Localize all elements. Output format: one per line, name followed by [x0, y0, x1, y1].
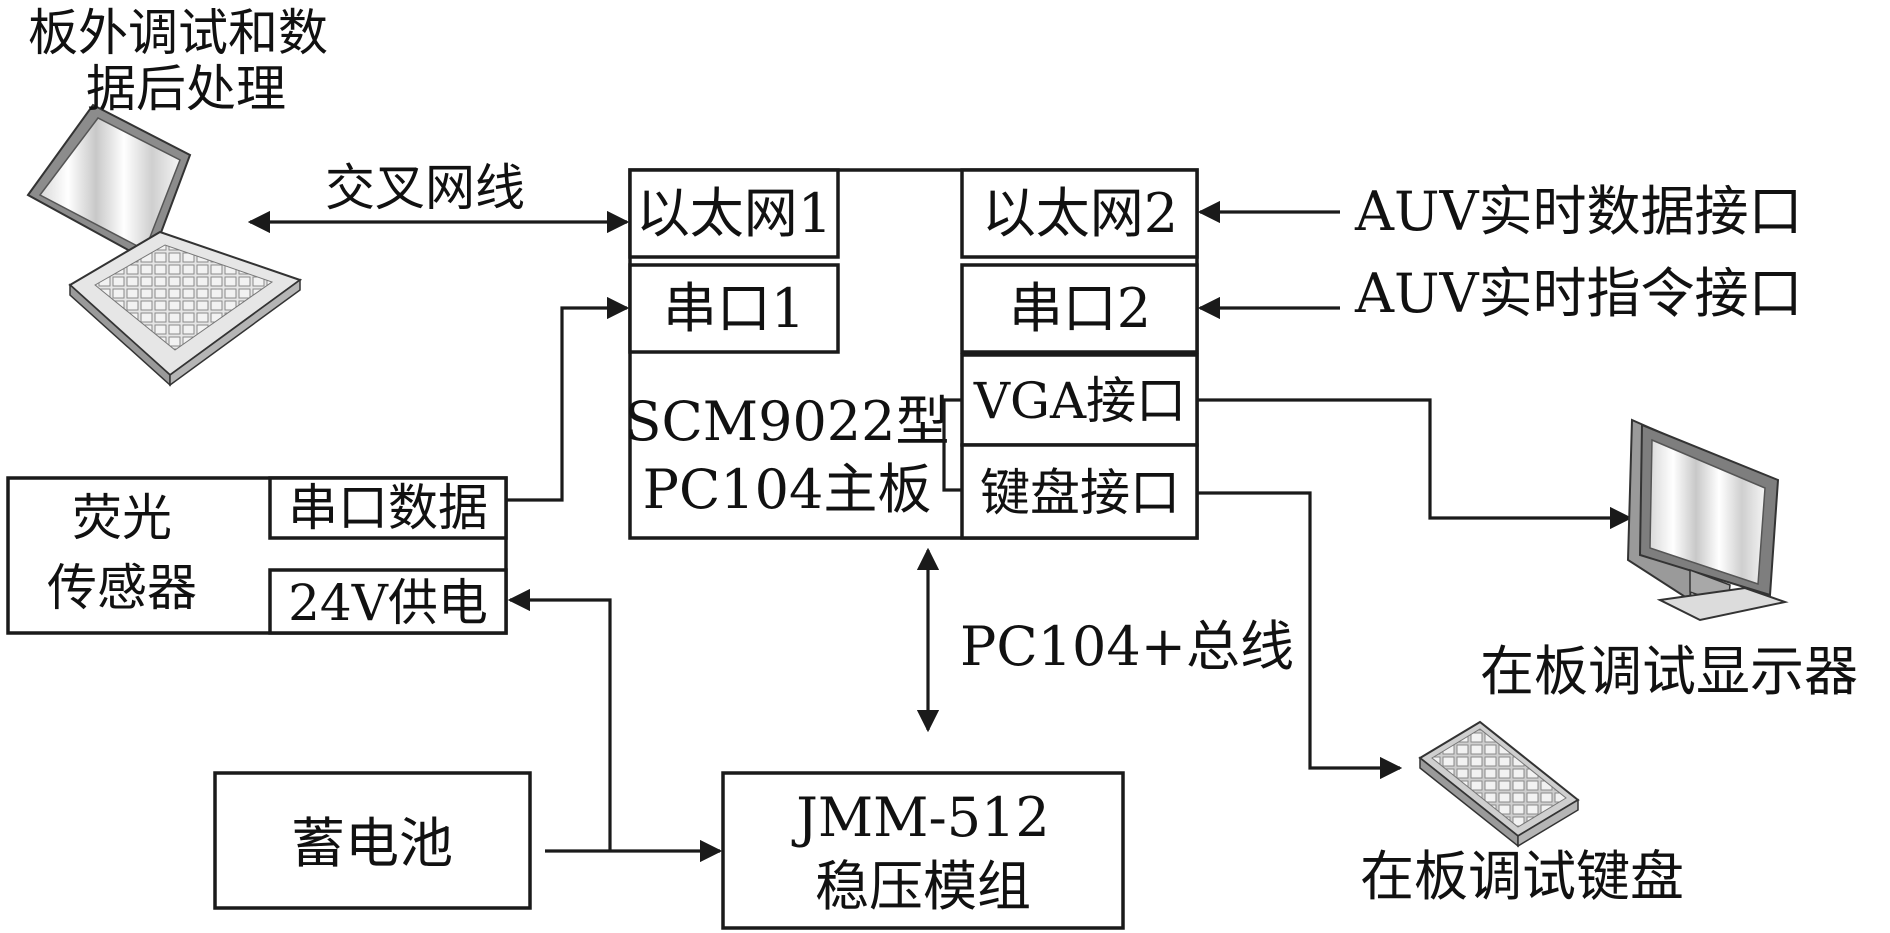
keyboard-port-to-keyboard-wire	[1197, 491, 1403, 780]
serial2-label: 串口2	[1009, 277, 1151, 340]
sensor-serial-data-label: 串口数据	[288, 479, 488, 537]
regulator-box	[721, 771, 1125, 930]
auv-command-interface-label: AUV实时指令接口	[1354, 262, 1803, 325]
sensor-power-port	[268, 568, 508, 635]
monitor-caption: 在板调试显示器	[1480, 640, 1858, 703]
keyboard-icon	[1418, 720, 1580, 848]
battery-box	[213, 771, 532, 910]
sensor-power-label: 24V供电	[288, 574, 488, 632]
sensor-to-serial1-wire	[506, 296, 630, 502]
mainboard-name-line2: PC104主板	[643, 458, 932, 521]
auv-data-interface-label: AUV实时数据接口	[1354, 180, 1803, 243]
keyboard-port-label: 键盘接口	[980, 464, 1180, 522]
vga-label: VGA接口	[973, 372, 1186, 430]
laptop-caption-line1: 板外调试和数	[28, 4, 328, 62]
vga-keyboard-bracket	[942, 398, 962, 492]
laptop-icon	[26, 103, 303, 387]
mainboard-name-line1: SCM9022型	[624, 390, 949, 453]
laptop-caption-line2: 据后处理	[86, 60, 286, 118]
keyboard-caption: 在板调试键盘	[1360, 845, 1684, 908]
serial2-port	[960, 263, 1199, 354]
serial1-label: 串口1	[663, 277, 805, 340]
keyboard-port	[960, 443, 1199, 540]
ethernet2-port	[960, 168, 1199, 259]
ethernet1-port	[628, 168, 840, 259]
battery-label: 蓄电池	[291, 812, 453, 875]
serial1-port	[628, 263, 840, 354]
ethernet1-label: 以太网1	[636, 182, 832, 245]
battery-to-sensor-power-arrow	[507, 588, 612, 851]
monitor-icon	[1626, 418, 1789, 622]
pc104-bus-label: PC104+总线	[960, 615, 1294, 678]
sensor-serial-data-port	[268, 476, 508, 540]
sensor-name-line1: 荧光	[72, 489, 172, 547]
crossover-cable-label: 交叉网线	[325, 159, 525, 217]
sensor-name-line2: 传感器	[47, 559, 197, 617]
ethernet2-label: 以太网2	[982, 182, 1178, 245]
regulator-line1: JMM-512	[791, 786, 1050, 849]
regulator-line2: 稳压模组	[815, 855, 1031, 918]
vga-to-monitor-wire	[1197, 398, 1633, 530]
